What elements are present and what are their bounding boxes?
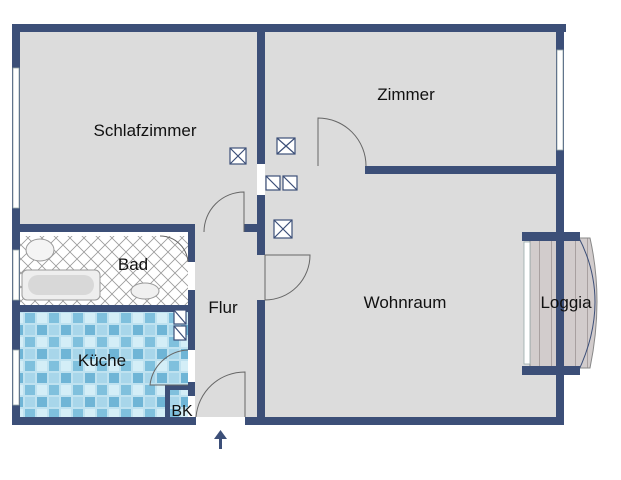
floor-schlafzimmer [20,32,257,224]
door-swing-icon [149,117,367,418]
floor-kueche [20,312,188,417]
entrance-arrow-icon [214,430,227,449]
floor-wohnraum [265,166,556,417]
bathtub-icon [21,269,101,301]
room-label-bk: BK [171,403,193,420]
room-label-loggia: Loggia [540,293,592,312]
loggia-railing [577,235,596,373]
room-label-schlafzimmer: Schlafzimmer [94,121,197,140]
toilet-icon [25,238,55,262]
room-label-zimmer: Zimmer [377,85,435,104]
ventilation-shaft-icon [173,137,298,341]
floor-zimmer [265,32,556,166]
room-label-bad: Bad [118,255,148,274]
entrance-opening [196,417,245,425]
walls [12,24,580,425]
room-label-kueche: Küche [78,351,126,370]
room-label-flur: Flur [208,298,238,317]
floor-flur [195,224,265,425]
sink-icon [130,282,160,300]
room-label-wohnraum: Wohnraum [364,293,447,312]
window-icon [12,49,564,406]
